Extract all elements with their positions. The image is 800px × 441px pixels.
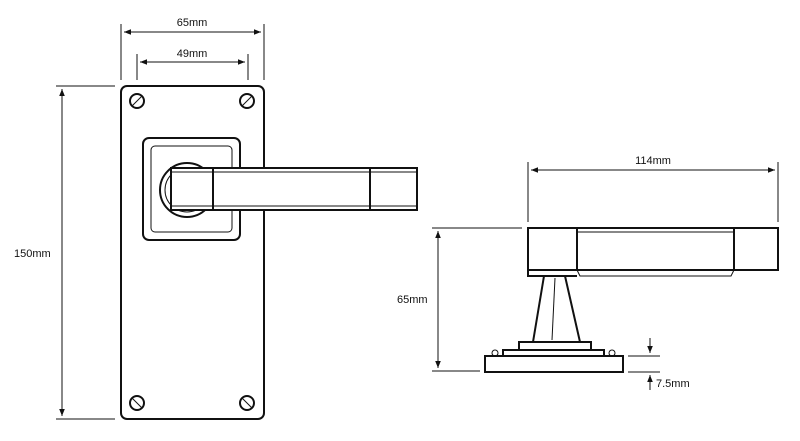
plate-height-label: 150mm [14,248,51,260]
screw-bottom-right [239,395,255,411]
side-lever-arm [527,227,779,271]
dimension-plate-width: 65mm [120,17,265,80]
side-shank-collar [518,341,592,351]
projection-label: 65mm [397,294,428,306]
front-view [120,85,418,420]
lever-arm [170,167,418,211]
screw-spacing-label: 49mm [177,48,208,60]
dimension-lever-length: 114mm [527,155,779,222]
side-rose-base [484,355,624,373]
screw-top-left [129,93,145,109]
side-view [484,227,779,373]
screw-top-right [239,93,255,109]
dimension-rose-thickness: 7.5mm [628,338,690,390]
dimension-screw-spacing: 49mm [136,48,249,80]
dimension-projection: 65mm [397,227,522,372]
lever-length-label: 114mm [635,155,671,167]
screw-bottom-left [129,395,145,411]
side-shank [532,275,581,343]
dimension-plate-height: 150mm [14,85,115,420]
plate-width-label: 65mm [177,17,208,29]
rose-thickness-label: 7.5mm [656,378,690,390]
backplate [120,85,265,420]
